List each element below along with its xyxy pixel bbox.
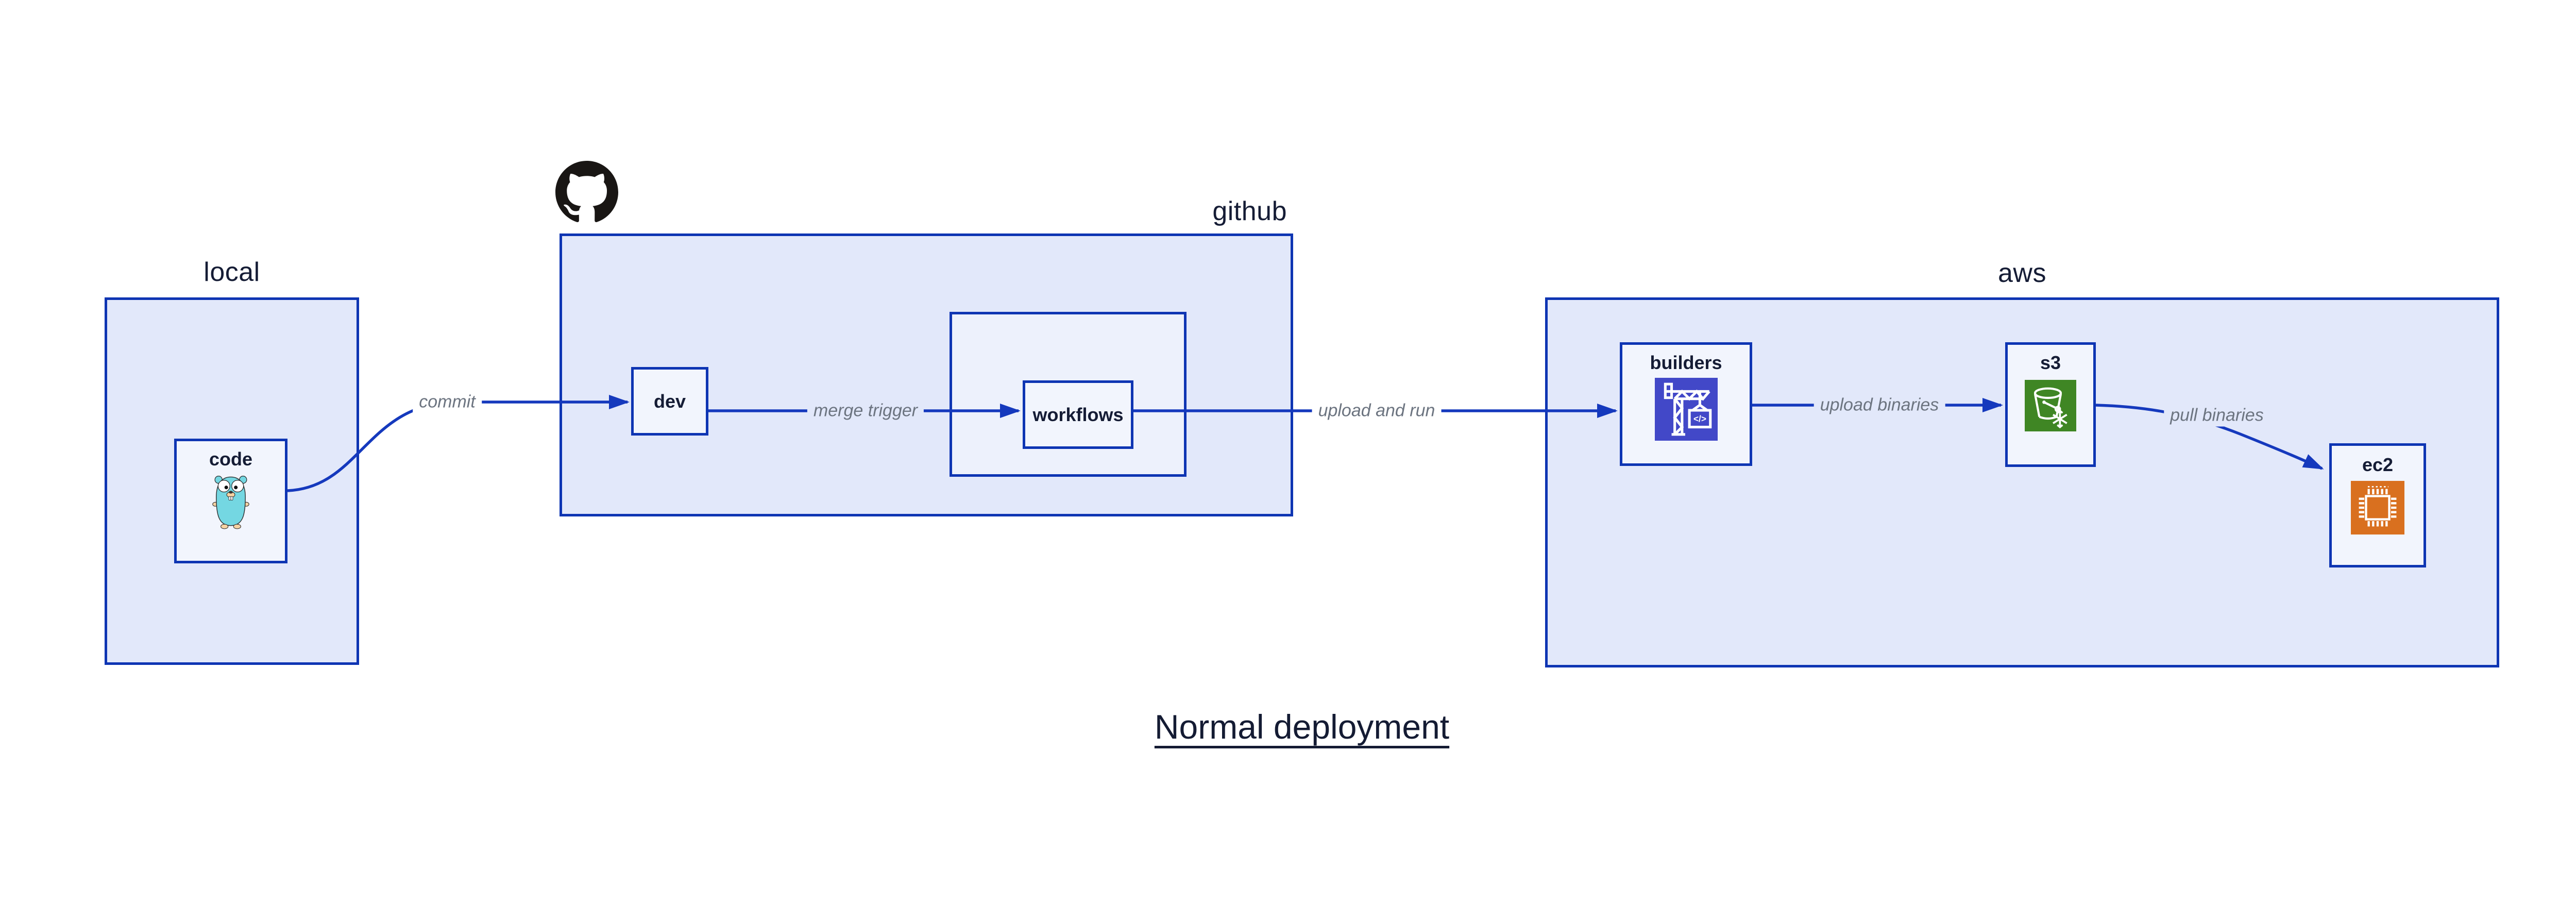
node-builders: builders </>	[1620, 342, 1752, 466]
edge-label-merge-trigger: merge trigger	[807, 399, 924, 422]
aws-ec2-chip-icon	[2351, 481, 2404, 534]
aws-s3-glacier-bucket-icon	[2025, 380, 2076, 431]
edge-label-commit: commit	[413, 391, 482, 413]
node-code-label: code	[209, 448, 253, 470]
codebuild-code-glyph: </>	[1693, 413, 1706, 424]
edge-label-upload-and-run: upload and run	[1312, 399, 1442, 422]
node-builders-label: builders	[1650, 352, 1722, 373]
aws-container-label: aws	[1998, 258, 2046, 288]
node-code: code	[174, 439, 287, 563]
node-ec2: ec2	[2329, 443, 2426, 567]
diagram-title: Normal deployment	[1154, 708, 1450, 746]
node-workflows-label: workflows	[1032, 404, 1124, 425]
node-s3: s3	[2005, 342, 2096, 467]
aws-codebuild-crane-icon: </>	[1654, 378, 1718, 441]
node-dev: dev	[631, 367, 708, 436]
go-gopher-icon	[212, 476, 249, 529]
node-s3-label: s3	[2040, 352, 2061, 373]
edge-label-upload-binaries: upload binaries	[1814, 394, 1945, 416]
node-dev-label: dev	[653, 390, 686, 412]
edge-label-pull-binaries: pull binaries	[2164, 404, 2270, 427]
local-container-label: local	[204, 257, 260, 287]
node-ec2-label: ec2	[2362, 454, 2394, 475]
github-octocat-icon	[555, 161, 618, 222]
node-workflows: workflows	[1023, 380, 1133, 449]
github-container-label: github	[1212, 196, 1287, 226]
